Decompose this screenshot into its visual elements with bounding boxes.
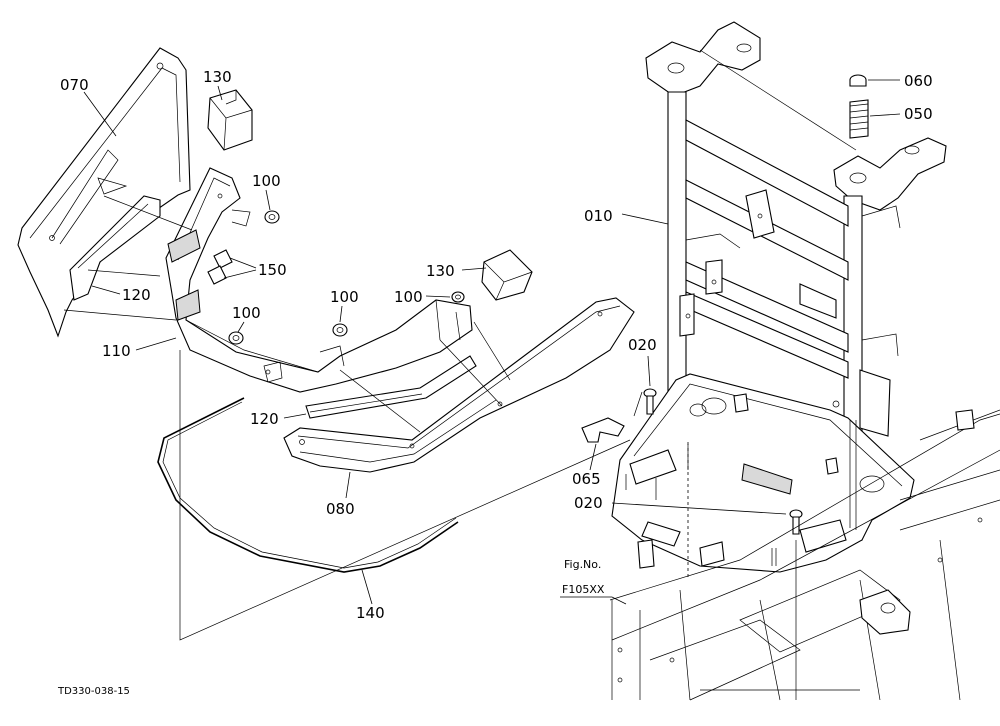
fig-ref-line2: F105XX [562, 583, 605, 596]
part-110-frame [165, 167, 473, 393]
figure-reference: Fig.No. F105XX [560, 558, 627, 605]
label-120-lower: 120 [250, 410, 279, 428]
part-120-strip-lower [305, 355, 477, 419]
part-100-nut-left [228, 331, 244, 345]
part-060-cap [849, 74, 867, 87]
label-065: 065 [572, 470, 601, 488]
tractor-body-background [609, 409, 1000, 701]
drawing-code: TD330-038-15 [57, 686, 130, 697]
part-065-plate [581, 417, 625, 443]
part-010-frame [611, 21, 947, 573]
label-150: 150 [258, 261, 287, 279]
label-050: 050 [904, 105, 933, 123]
label-010: 010 [584, 207, 613, 225]
label-130-top: 130 [203, 68, 232, 86]
part-120-strip-upper [69, 195, 161, 301]
label-080: 080 [326, 500, 355, 518]
right-reference-lines [633, 49, 857, 700]
label-020-upper: 020 [628, 336, 657, 354]
label-130-right: 130 [426, 262, 455, 280]
part-020-bolt-upper [643, 388, 657, 415]
label-100-center: 100 [330, 288, 359, 306]
part-070-cover [17, 47, 191, 338]
part-150-clips [207, 249, 233, 285]
part-130-block-top [207, 89, 253, 151]
label-140: 140 [356, 604, 385, 622]
label-100-upper: 100 [252, 172, 281, 190]
part-050-spring [849, 99, 869, 139]
part-100-nut-center [332, 323, 348, 337]
label-100-right: 100 [394, 288, 423, 306]
label-100-left: 100 [232, 304, 261, 322]
part-080-panel [283, 297, 635, 473]
label-110: 110 [102, 342, 131, 360]
label-120-upper: 120 [122, 286, 151, 304]
label-060: 060 [904, 72, 933, 90]
part-140-rod [157, 397, 459, 573]
part-130-block-right [481, 249, 533, 301]
fig-ref-line1: Fig.No. [564, 558, 601, 571]
label-020-lower: 020 [574, 494, 603, 512]
left-reference-lines [63, 195, 631, 641]
part-020-bolt-lower [789, 509, 803, 535]
label-070: 070 [60, 76, 89, 94]
part-100-nut-upper [264, 210, 280, 224]
part-100-nut-right [451, 291, 465, 303]
